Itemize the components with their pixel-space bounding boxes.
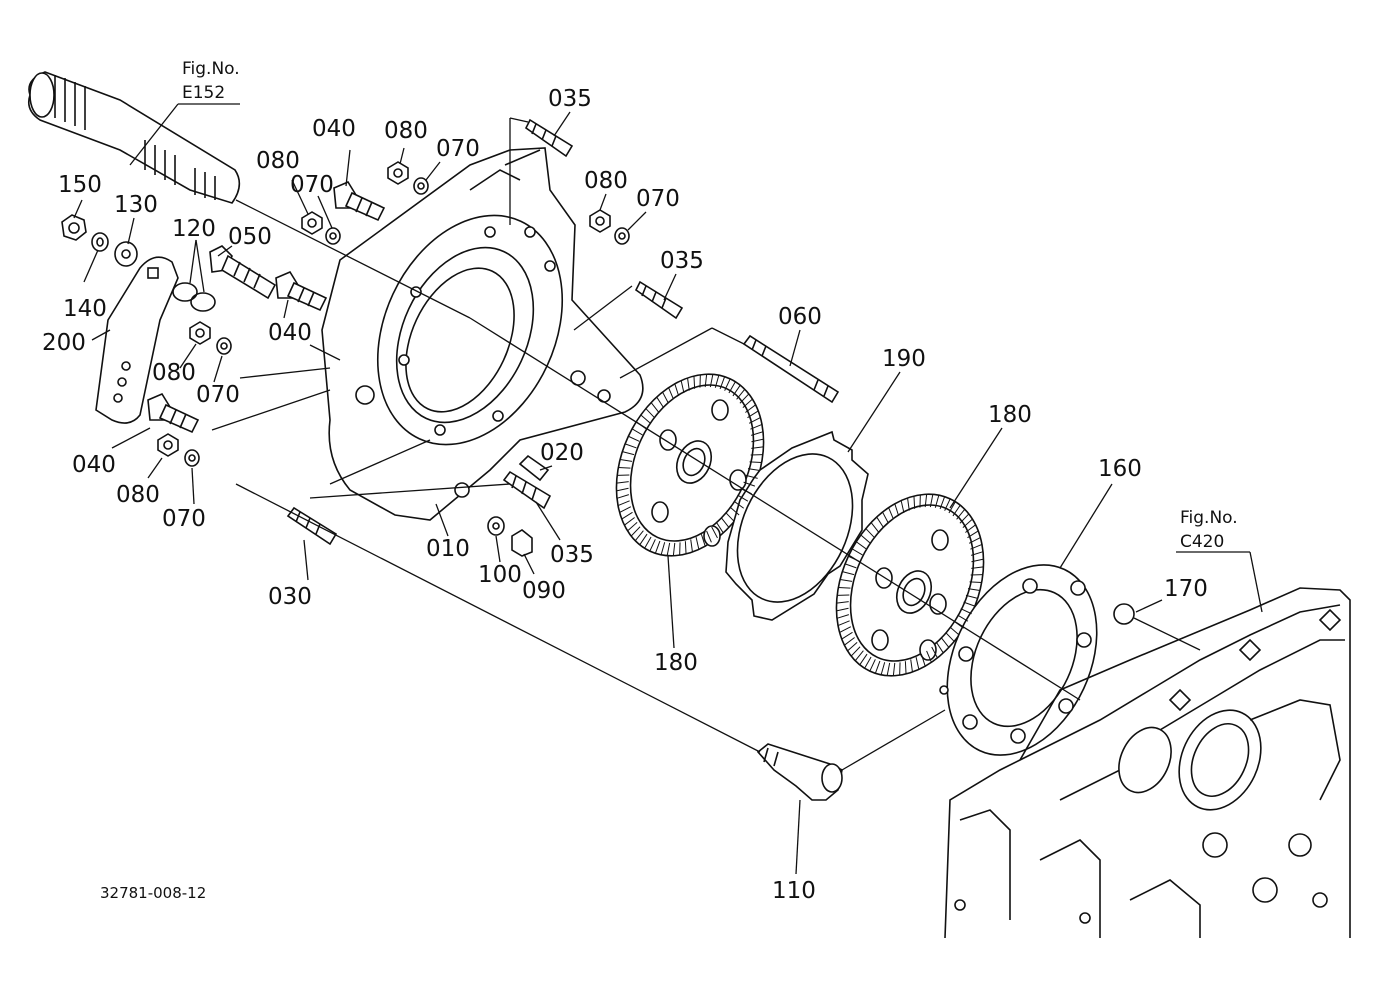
callout-040-low: 040 xyxy=(72,452,116,478)
callout-110: 110 xyxy=(772,878,816,904)
callout-040-top: 040 xyxy=(312,116,356,142)
bolt-040-mid xyxy=(276,272,326,310)
callout-030: 030 xyxy=(268,584,312,610)
bolt-040-low xyxy=(148,394,198,432)
callout-180-left: 180 xyxy=(654,650,698,676)
stud-060 xyxy=(744,336,838,402)
callout-080-mid: 080 xyxy=(152,360,196,386)
callout-130: 130 xyxy=(114,192,158,218)
callout-035-low: 035 xyxy=(550,542,594,568)
stud-030 xyxy=(288,508,336,544)
callout-070-left: 070 xyxy=(290,172,334,198)
callout-200: 200 xyxy=(42,330,86,356)
callout-080-left: 080 xyxy=(256,148,300,174)
callout-150: 150 xyxy=(58,172,102,198)
washer-070-e xyxy=(185,450,199,466)
washer-070-b xyxy=(414,178,428,194)
stud-035-mid xyxy=(636,282,682,318)
hatch-mark xyxy=(914,496,915,509)
hatch-mark xyxy=(694,376,695,389)
callout-080-low: 080 xyxy=(116,482,160,508)
callout-070-low: 070 xyxy=(162,506,206,532)
callout-070-top: 070 xyxy=(436,136,480,162)
figure-ref-number: C420 xyxy=(1180,532,1224,552)
callout-120: 120 xyxy=(172,216,216,242)
washer-140 xyxy=(92,233,108,251)
ball-170 xyxy=(1114,604,1134,624)
nut-080-c xyxy=(590,210,610,232)
shaft-110 xyxy=(758,744,842,800)
callout-170: 170 xyxy=(1164,576,1208,602)
hatch-mark xyxy=(905,661,906,674)
plug-090 xyxy=(512,530,532,556)
callout-020: 020 xyxy=(540,440,584,466)
callout-190: 190 xyxy=(882,346,926,372)
document-number: 32781-008-12 xyxy=(100,884,206,902)
callout-010: 010 xyxy=(426,536,470,562)
callout-035-mid: 035 xyxy=(660,248,704,274)
washer-070-d xyxy=(217,338,231,354)
washer-070-c xyxy=(615,228,629,244)
figure-ref-label: Fig.No. xyxy=(1180,508,1238,528)
callout-070-right: 070 xyxy=(636,186,680,212)
callout-035-top: 035 xyxy=(548,86,592,112)
orings-120 xyxy=(173,283,215,311)
nut-080-d xyxy=(190,322,210,344)
nut-080-b xyxy=(388,162,408,184)
callout-180-right: 180 xyxy=(988,402,1032,428)
hatch-mark xyxy=(685,541,686,554)
callout-160: 160 xyxy=(1098,456,1142,482)
bolt-040-top xyxy=(334,182,384,220)
washer-130 xyxy=(115,242,137,266)
washer-070-a xyxy=(326,228,340,244)
figure-ref-label: Fig.No. xyxy=(182,59,240,79)
nut-150 xyxy=(62,215,86,240)
washer-100 xyxy=(488,517,504,535)
nut-080-e xyxy=(158,434,178,456)
callout-050: 050 xyxy=(228,224,272,250)
callout-070-mid: 070 xyxy=(196,382,240,408)
callout-140: 140 xyxy=(63,296,107,322)
callout-100: 100 xyxy=(478,562,522,588)
figure-ref-number: E152 xyxy=(182,83,225,103)
callout-040-mid: 040 xyxy=(268,320,312,346)
callout-080-right: 080 xyxy=(584,168,628,194)
bolt-050 xyxy=(210,246,275,298)
callout-060: 060 xyxy=(778,304,822,330)
callout-090: 090 xyxy=(522,578,566,604)
callout-080-top: 080 xyxy=(384,118,428,144)
lever-200 xyxy=(96,257,178,423)
nut-080-a xyxy=(302,212,322,234)
